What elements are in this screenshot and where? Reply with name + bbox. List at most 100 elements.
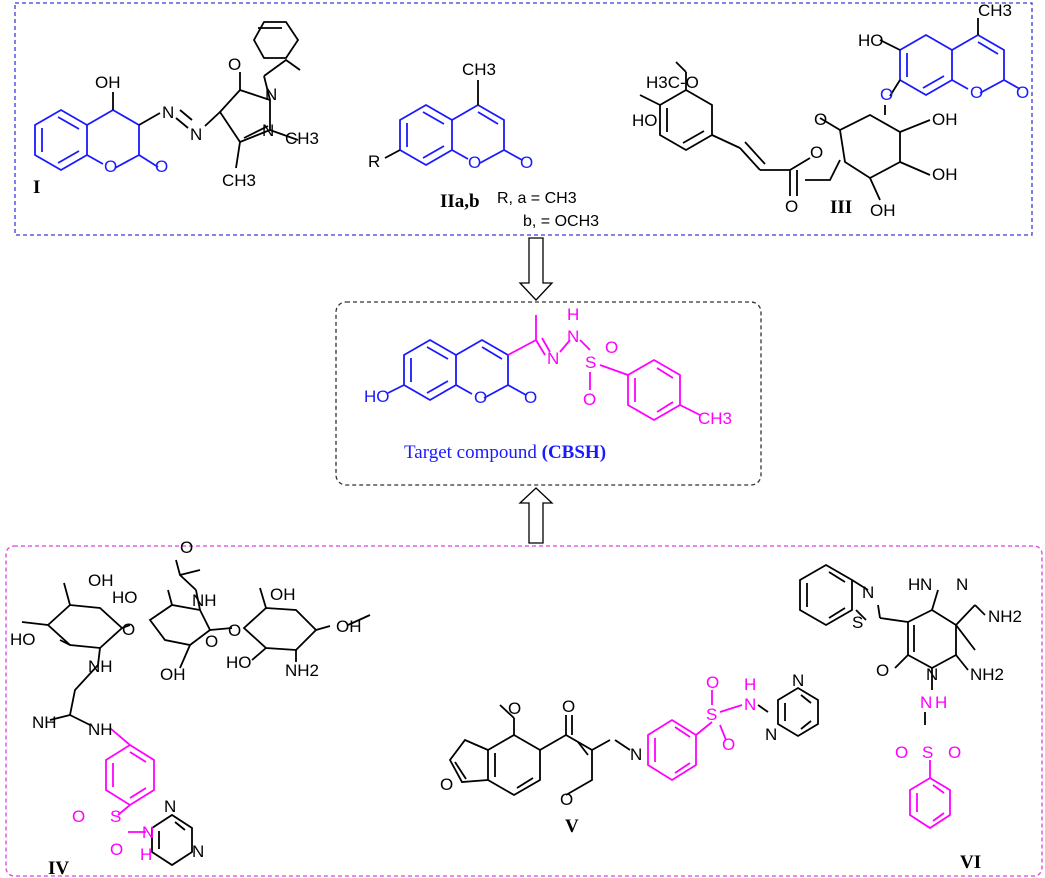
compound-V-n-pyr2: N	[765, 725, 777, 744]
compound-CBSH-ch3: CH3	[698, 409, 732, 428]
compound-II-line-a: R, a = CH3	[497, 190, 577, 207]
compound-CBSH-o2: O	[583, 390, 596, 409]
down-arrow	[518, 237, 554, 301]
compound-V-s: S	[706, 705, 717, 724]
compound-IV-amide-o: O	[180, 538, 193, 557]
compound-III-ester-co: O	[785, 197, 798, 216]
compound-VI-s: S	[922, 743, 933, 762]
compound-IV-oh4: OH	[336, 617, 362, 636]
compound-III-sugar-o: O	[814, 110, 827, 129]
compound-VI-n-pz: N	[956, 575, 968, 594]
compound-II-ch3: CH3	[462, 60, 496, 79]
compound-V-ome: O	[508, 699, 521, 718]
compound-IV-ho1: HO	[10, 630, 36, 649]
compound-V-pyran-o: O	[560, 790, 573, 809]
compound-V-c-o: O	[562, 697, 575, 716]
compound-IV-oh3: OH	[270, 585, 296, 604]
compound-III-ch3: CH3	[978, 1, 1012, 20]
compound-III-oh2: OH	[932, 165, 958, 184]
compound-CBSH-label-bold: (CBSH)	[542, 442, 606, 463]
compound-IV: OH HO NH O HO NH O O OH O OH HO NH2 OH N…	[10, 538, 371, 878]
compound-IV-n-pyr1: N	[164, 797, 176, 816]
compound-III-ho1: HO	[858, 31, 884, 50]
compound-I-carbonyl-o: O	[155, 157, 168, 176]
compound-IV-oh2: OH	[160, 665, 186, 684]
compound-CBSH-carbonyl-o: O	[524, 388, 537, 407]
compound-III-id: III	[830, 197, 852, 218]
compound-VI-so1: O	[895, 743, 908, 762]
compound-CBSH-n1: N	[547, 349, 559, 368]
compound-CBSH-label: Target compound (CBSH)	[404, 442, 606, 463]
compound-I-pyr-n2: N	[262, 121, 274, 140]
compound-IV-id: IV	[48, 858, 69, 878]
compound-IV-o2: O	[205, 632, 218, 651]
compound-CBSH-h: H	[567, 305, 579, 324]
compound-I-ch3a: CH3	[285, 129, 319, 148]
compound-III-oh1: OH	[932, 110, 958, 129]
compound-VI-n-pyr: N	[926, 665, 938, 684]
compound-IV-o1: O	[122, 620, 135, 639]
compound-VI-n-btz: N	[862, 583, 874, 602]
compound-II-carbonyl-o: O	[520, 153, 533, 172]
compound-IV-nh2: NH	[192, 591, 217, 610]
compound-IV-h-s: H	[140, 845, 152, 864]
compound-V-nh: N	[744, 695, 756, 714]
compound-V-furan-o: O	[440, 775, 453, 794]
compound-III-ho2: HO	[632, 111, 658, 130]
compound-I-n1: N	[162, 103, 174, 122]
compound-IV-ho3: HO	[226, 653, 252, 672]
compound-VI-h: H	[908, 575, 920, 594]
compound-VI-s-btz: S	[852, 613, 863, 632]
compound-IV-nh3: NH	[32, 713, 57, 732]
compound-III-o1: O	[880, 85, 893, 104]
compound-CBSH-ho: HO	[364, 387, 390, 406]
compound-V-so1: O	[706, 673, 719, 692]
compound-I-pyr-n1: N	[265, 85, 277, 104]
compound-VI-co: O	[876, 661, 889, 680]
compound-I-ch3b: CH3	[222, 171, 256, 190]
compound-I-n2: N	[190, 125, 202, 144]
compound-II: CH3 R O O IIa,b R, a = CH3 b, = OCH3	[368, 60, 599, 230]
top-panel-border	[14, 2, 1033, 236]
compound-VI-so2: O	[948, 743, 961, 762]
compound-II-id: IIa,b	[440, 191, 480, 212]
compound-IV-so1: O	[72, 807, 85, 826]
compound-V-so2: O	[722, 735, 735, 754]
compound-VI-nh2b: NH2	[970, 665, 1004, 684]
compound-IV-oh1: OH	[88, 571, 114, 590]
compound-V-h: H	[744, 675, 756, 694]
compound-I-pyr-o: O	[228, 55, 241, 74]
compound-VI-id: VI	[960, 852, 981, 873]
up-arrow	[518, 487, 554, 544]
compound-VI-n-h: N	[920, 575, 932, 594]
bottom-panel-border	[5, 545, 1043, 877]
compound-VI-h2: H	[935, 693, 947, 712]
compound-V-n-pyr1: N	[792, 671, 804, 690]
compound-V-n-imine: N	[630, 745, 642, 764]
compound-IV-nh2-group: NH2	[285, 661, 319, 680]
compound-II-line-b: b, = OCH3	[523, 213, 599, 230]
compound-VI-nh: N	[920, 693, 932, 712]
compound-CBSH-label-prefix: Target compound	[404, 442, 542, 463]
compound-II-r: R	[368, 152, 380, 171]
compound-V-id: V	[565, 816, 579, 837]
compound-VI: N S N H N NH2 NH2 N O N H S O O VI	[799, 563, 1022, 873]
compound-IV-nh1: NH	[88, 657, 113, 676]
compound-CBSH: HO O O N N H S O O CH3 Target compound (…	[364, 305, 732, 463]
compound-CBSH-nh: N	[567, 327, 579, 346]
compound-IV-oh5: NH	[88, 720, 113, 739]
compound-III-carbonyl-o: O	[1016, 83, 1029, 102]
compound-III-oh3: OH	[870, 201, 896, 220]
compound-I-ring-o: O	[104, 157, 117, 176]
compound-I-id: I	[33, 177, 40, 198]
compound-CBSH-o1: O	[605, 338, 618, 357]
compound-IV-so2: O	[110, 840, 123, 859]
compound-IV-s: S	[110, 807, 121, 826]
compound-V: O O O O N S O O N H N N V	[440, 671, 819, 837]
compound-CBSH-s: S	[585, 353, 596, 372]
compound-IV-nh-s: N	[142, 823, 154, 842]
compound-I-oh: OH	[95, 73, 121, 92]
compound-IV-ho2: HO	[112, 588, 138, 607]
compound-VI-nh2a: NH2	[988, 607, 1022, 626]
